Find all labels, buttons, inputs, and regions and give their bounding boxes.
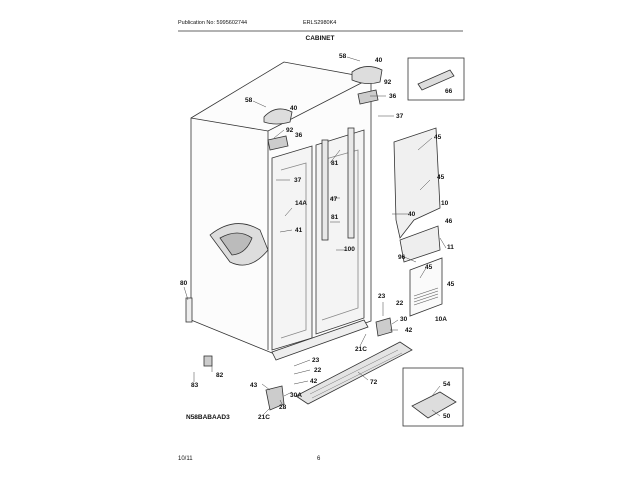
footer-date: 10/11 xyxy=(178,456,193,462)
bottom-hinge-left xyxy=(265,385,285,411)
bottom-trim xyxy=(271,319,369,361)
callout-36: 36 xyxy=(295,132,303,139)
bottom-hinge-right xyxy=(375,317,393,337)
kick-plate-10A xyxy=(409,257,443,317)
leveler-82 xyxy=(203,355,213,367)
publication-number: Publication No: 5995602744 xyxy=(178,20,248,26)
top-hinge-left xyxy=(267,135,289,151)
callout-23: 23 xyxy=(378,293,386,300)
light-channel-left xyxy=(321,139,329,241)
rear-strip-80 xyxy=(185,297,193,323)
diagram-code: N58BABAAD3 xyxy=(186,414,230,421)
callout-92: 92 xyxy=(384,79,392,86)
callout-10: 10 xyxy=(441,200,449,207)
callout-22: 22 xyxy=(396,300,404,307)
callout-23: 23 xyxy=(312,357,320,364)
callout-58: 58 xyxy=(245,97,253,104)
callout-10A: 10A xyxy=(435,316,447,323)
callout-41: 41 xyxy=(295,227,303,234)
callout-66: 66 xyxy=(445,88,453,95)
callout-45: 45 xyxy=(437,174,445,181)
callout-14A: 14A xyxy=(295,200,307,207)
model-number: ERLS2980K4 xyxy=(303,20,337,26)
callout-81: 81 xyxy=(331,160,339,167)
top-hinge-cover-left xyxy=(263,108,293,125)
callout-81: 81 xyxy=(331,214,339,221)
callout-58: 58 xyxy=(339,53,347,60)
callout-21C: 21C xyxy=(355,346,367,353)
rear-duct-assembly xyxy=(393,127,441,239)
callout-80: 80 xyxy=(180,280,188,287)
callout-40: 40 xyxy=(290,105,298,112)
callout-47: 47 xyxy=(330,196,338,203)
callout-37: 37 xyxy=(396,113,404,120)
callout-40: 40 xyxy=(375,57,383,64)
top-hinge-right xyxy=(357,89,379,105)
callout-28: 28 xyxy=(279,404,287,411)
callout-45: 45 xyxy=(447,281,455,288)
callout-45: 45 xyxy=(434,134,442,141)
callout-42: 42 xyxy=(405,327,413,334)
callout-72: 72 xyxy=(370,379,378,386)
callout-96: 96 xyxy=(398,254,406,261)
callout-40: 40 xyxy=(408,211,416,218)
top-hinge-cover-right xyxy=(351,66,383,84)
callout-30A: 30A xyxy=(290,392,302,399)
callout-83: 83 xyxy=(191,382,199,389)
callout-42: 42 xyxy=(310,378,318,385)
callout-50: 50 xyxy=(443,413,451,420)
page-number: 6 xyxy=(317,456,321,462)
callout-82: 82 xyxy=(216,372,224,379)
callout-21C: 21C xyxy=(258,414,270,421)
callout-37: 37 xyxy=(294,177,302,184)
callout-54: 54 xyxy=(443,381,451,388)
callout-43: 43 xyxy=(250,382,258,389)
callout-100: 100 xyxy=(344,246,355,253)
callout-45: 45 xyxy=(425,264,433,271)
callout-11: 11 xyxy=(447,244,454,251)
callout-46: 46 xyxy=(445,218,453,225)
callout-22: 22 xyxy=(314,367,322,374)
light-channel-right xyxy=(347,127,355,239)
callout-30: 30 xyxy=(400,316,408,323)
section-title: CABINET xyxy=(305,35,335,42)
callout-92: 92 xyxy=(286,127,294,134)
callout-36: 36 xyxy=(389,93,397,100)
rear-duct-lower xyxy=(399,225,441,263)
